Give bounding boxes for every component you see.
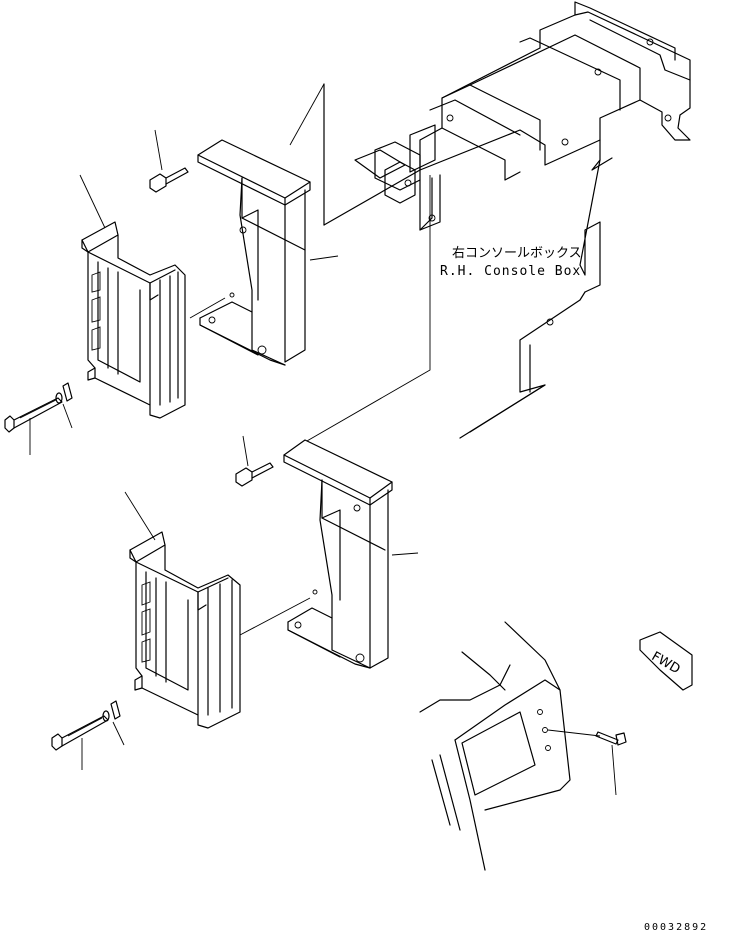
bolt-icon xyxy=(51,715,109,751)
console-frame-icon xyxy=(323,1,691,439)
flange-bolt-icon xyxy=(149,167,189,193)
bolt-icon xyxy=(4,397,63,433)
drawing-number: 00032892 xyxy=(644,922,708,933)
cab-panel-icon xyxy=(419,621,571,871)
controller-unit-icon xyxy=(81,221,186,419)
fwd-arrow-icon: FWD xyxy=(639,631,693,691)
controller-unit-icon xyxy=(129,531,241,729)
console-label-japanese: 右コンソールボックス xyxy=(452,246,582,261)
bolt-icon xyxy=(595,731,627,746)
fwd-label: FWD xyxy=(649,649,683,677)
console-label-english: R.H. Console Box xyxy=(440,264,581,279)
washer-icon xyxy=(102,700,121,722)
upper-bracket-icon xyxy=(197,139,311,366)
lower-bracket-icon xyxy=(283,439,393,669)
flange-bolt-icon xyxy=(235,462,274,487)
washer-icon xyxy=(55,382,73,404)
